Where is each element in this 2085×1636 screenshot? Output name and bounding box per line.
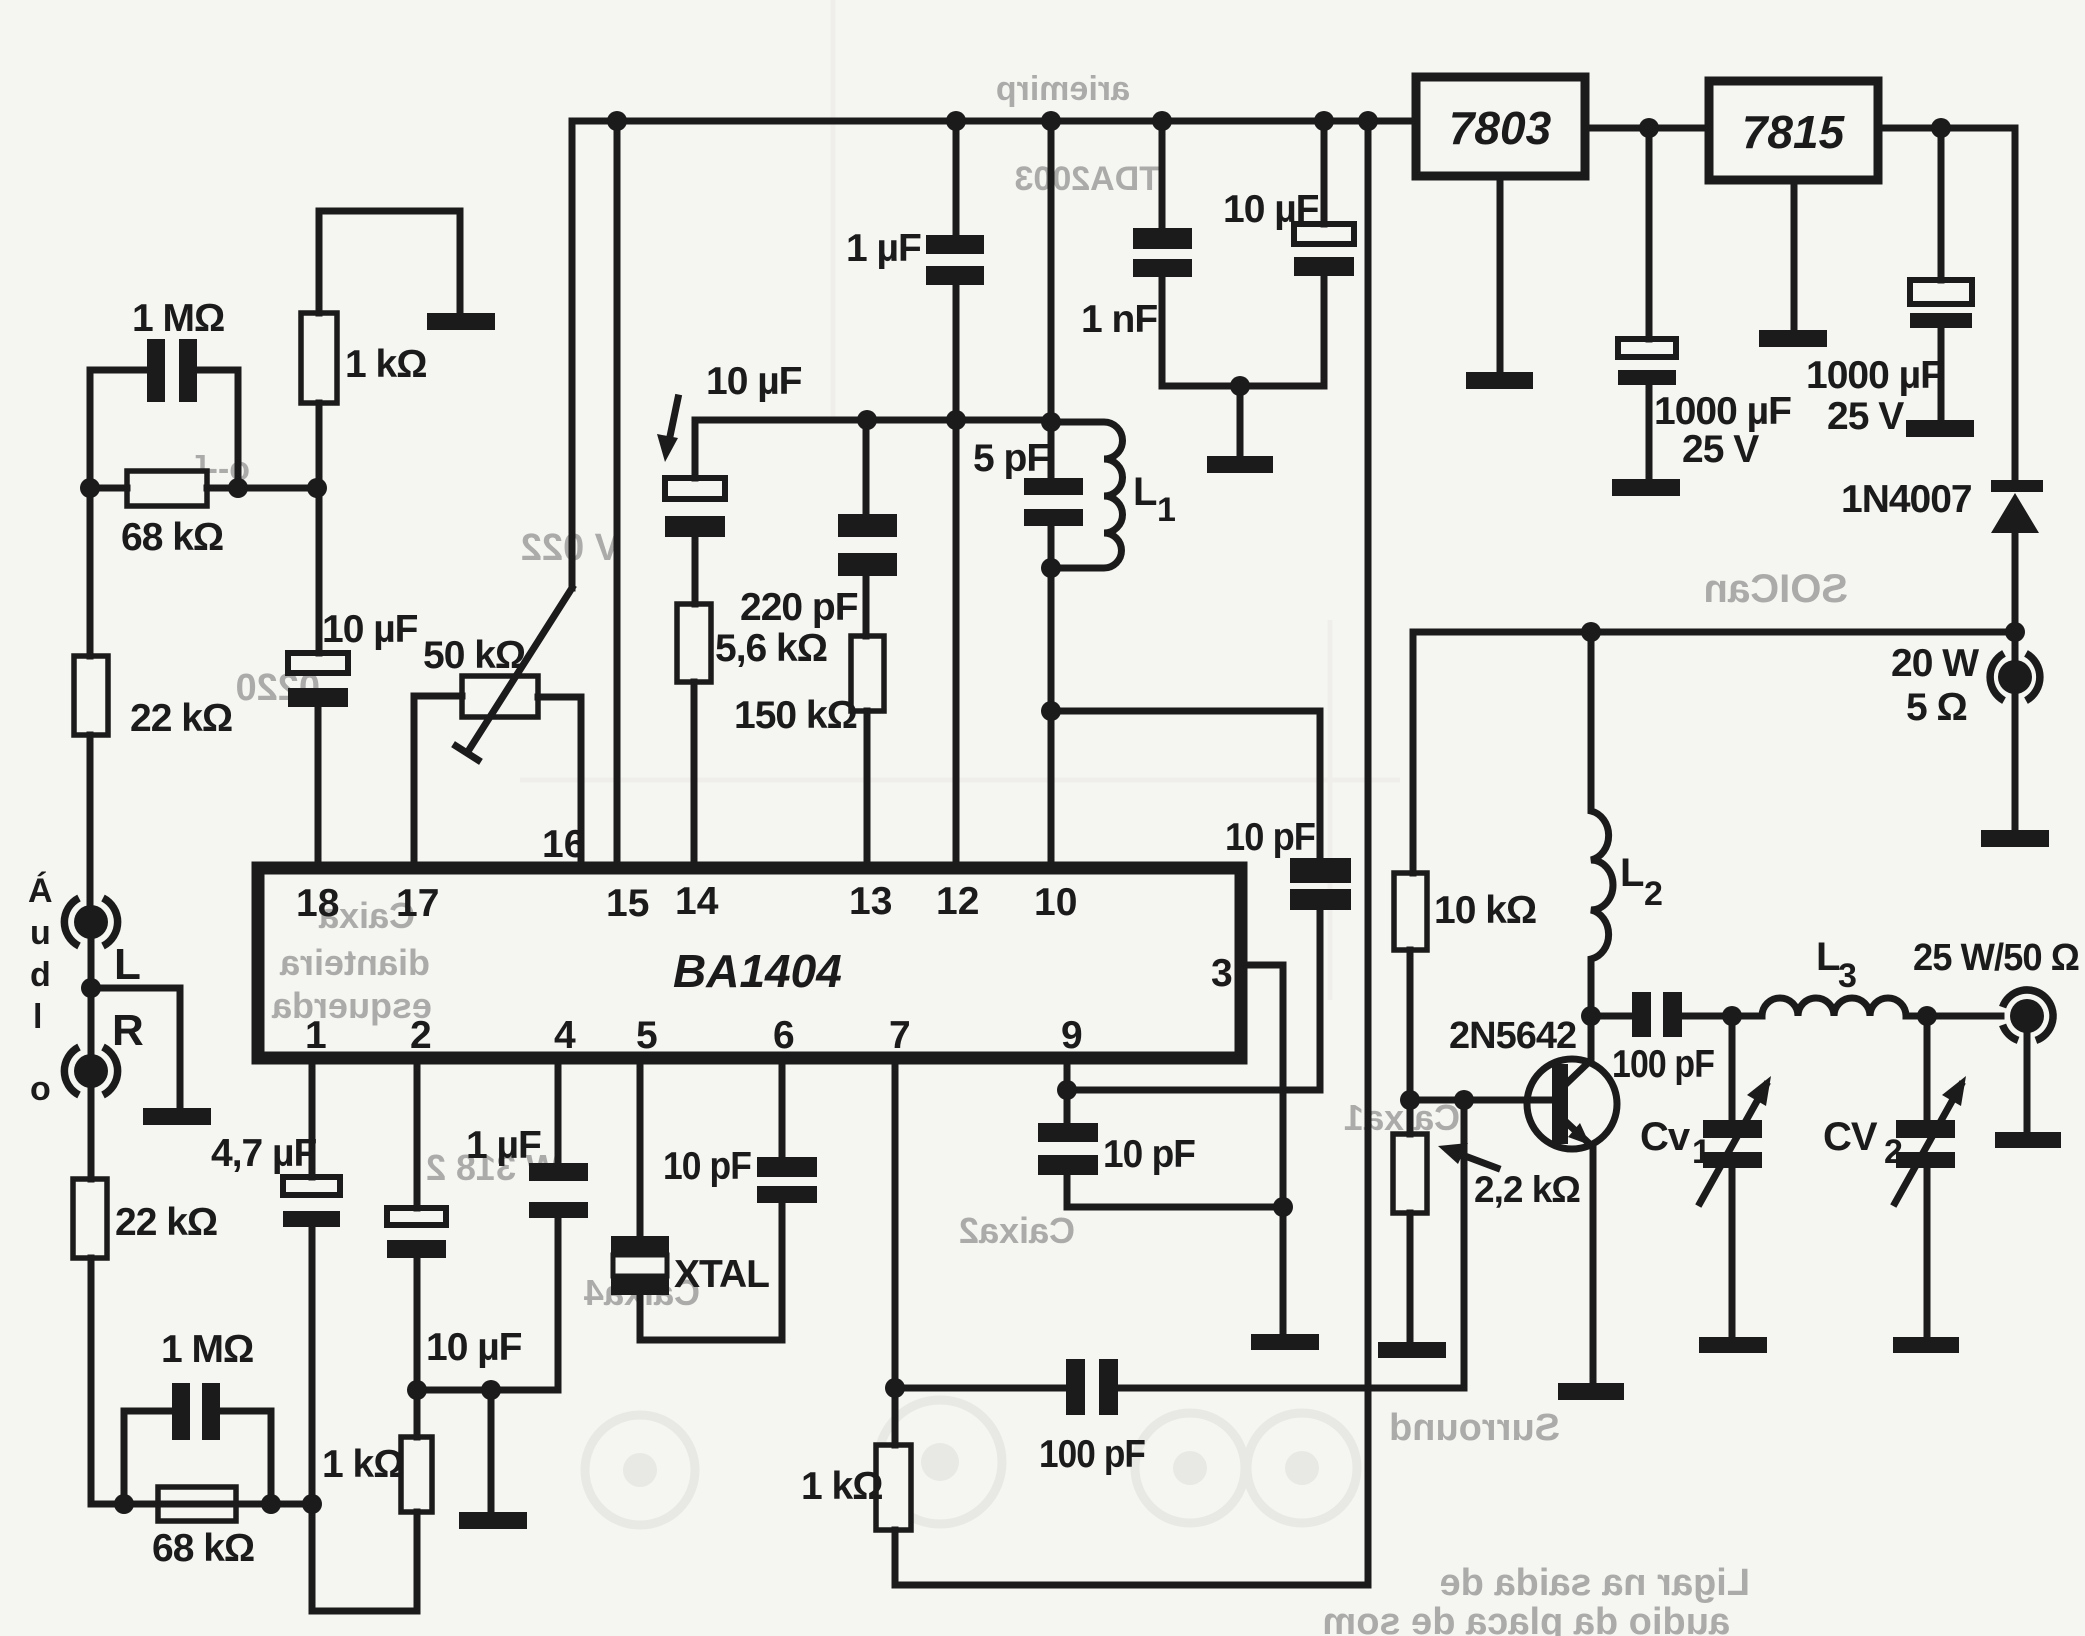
svg-text:100 pF: 100 pF — [1039, 1433, 1145, 1476]
svg-text:1: 1 — [1157, 491, 1175, 529]
svg-text:1000 µF: 1000 µF — [1654, 390, 1791, 433]
svg-text:1 µF: 1 µF — [846, 227, 921, 270]
svg-text:7: 7 — [889, 1014, 911, 1057]
svg-text:3: 3 — [1838, 957, 1856, 995]
svg-text:dianteira: dianteira — [279, 942, 430, 983]
svg-text:2: 2 — [1884, 1133, 1902, 1171]
svg-text:3: 3 — [1211, 952, 1233, 995]
svg-text:1 kΩ: 1 kΩ — [801, 1465, 882, 1508]
svg-text:1: 1 — [1692, 1133, 1710, 1171]
svg-text:esquerda: esquerda — [271, 985, 432, 1026]
svg-text:68 kΩ: 68 kΩ — [121, 516, 223, 559]
svg-text:25 V: 25 V — [1827, 395, 1904, 438]
svg-text:L: L — [1816, 935, 1840, 979]
svg-text:9: 9 — [1061, 1014, 1083, 1057]
svg-text:SOICan: SOICan — [1704, 567, 1848, 611]
svg-text:1N4007: 1N4007 — [1841, 478, 1972, 521]
svg-text:7803: 7803 — [1449, 102, 1552, 154]
svg-text:16: 16 — [542, 823, 585, 866]
svg-text:150 kΩ: 150 kΩ — [734, 694, 857, 737]
svg-text:Surround: Surround — [1389, 1407, 1560, 1449]
svg-text:d: d — [30, 956, 51, 994]
svg-text:Caixa2: Caixa2 — [959, 1210, 1075, 1251]
svg-text:1000 µF: 1000 µF — [1806, 354, 1943, 397]
svg-text:1 kΩ: 1 kΩ — [322, 1443, 403, 1486]
svg-text:TDA2003: TDA2003 — [1014, 160, 1160, 198]
svg-text:22 kΩ: 22 kΩ — [115, 1201, 217, 1244]
svg-text:L: L — [114, 940, 140, 989]
svg-text:20 W: 20 W — [1891, 642, 1979, 685]
svg-text:50 kΩ: 50 kΩ — [423, 634, 525, 677]
svg-text:10 µF: 10 µF — [706, 360, 802, 403]
svg-text:XTAL: XTAL — [674, 1253, 769, 1296]
svg-text:10: 10 — [1034, 881, 1077, 924]
svg-text:25 W/50 Ω: 25 W/50 Ω — [1913, 937, 2079, 979]
svg-text:5 pF: 5 pF — [973, 437, 1049, 480]
svg-text:18: 18 — [296, 882, 339, 925]
svg-text:14: 14 — [675, 880, 719, 923]
svg-text:10 pF: 10 pF — [1225, 816, 1315, 859]
svg-text:1 nF: 1 nF — [1081, 298, 1157, 341]
svg-text:4: 4 — [554, 1014, 576, 1057]
svg-text:1 kΩ: 1 kΩ — [345, 343, 426, 386]
svg-text:1: 1 — [305, 1014, 327, 1057]
svg-text:2: 2 — [1644, 875, 1662, 913]
svg-text:10 pF: 10 pF — [663, 1145, 751, 1188]
svg-text:BA1404: BA1404 — [673, 945, 842, 997]
svg-text:10 µF: 10 µF — [322, 608, 418, 651]
svg-text:5: 5 — [636, 1014, 658, 1057]
svg-text:2,2 kΩ: 2,2 kΩ — [1474, 1169, 1580, 1210]
svg-text:10 pF: 10 pF — [1103, 1133, 1195, 1176]
svg-text:2: 2 — [410, 1014, 432, 1057]
svg-text:10 µF: 10 µF — [426, 1326, 522, 1369]
svg-text:6: 6 — [773, 1014, 795, 1057]
svg-text:L: L — [1133, 470, 1157, 514]
svg-text:CV: CV — [1823, 1115, 1878, 1159]
svg-text:220 pF: 220 pF — [740, 586, 858, 629]
svg-text:audio da placa de som: audio da placa de som — [1322, 1601, 1730, 1636]
svg-text:10 kΩ: 10 kΩ — [1434, 889, 1536, 932]
svg-text:R: R — [112, 1006, 143, 1055]
svg-text:5,6 kΩ: 5,6 kΩ — [715, 627, 827, 670]
svg-text:12: 12 — [936, 880, 979, 923]
svg-text:15: 15 — [606, 882, 649, 925]
svg-text:13: 13 — [849, 880, 892, 923]
svg-text:o: o — [30, 1070, 51, 1108]
svg-text:2N5642: 2N5642 — [1449, 1015, 1576, 1057]
svg-text:10 µF: 10 µF — [1223, 188, 1319, 231]
svg-text:1 MΩ: 1 MΩ — [161, 1328, 253, 1371]
svg-text:5 Ω: 5 Ω — [1906, 686, 1967, 729]
svg-text:ariemirp: ariemirp — [996, 70, 1130, 108]
svg-text:1 µF: 1 µF — [466, 1124, 541, 1167]
svg-text:l: l — [33, 998, 42, 1036]
svg-text:17: 17 — [396, 882, 439, 925]
svg-text:Ligar na saida de: Ligar na saida de — [1440, 1562, 1750, 1604]
svg-text:25 V: 25 V — [1682, 428, 1759, 471]
svg-text:1 MΩ: 1 MΩ — [132, 297, 224, 340]
svg-text:68 kΩ: 68 kΩ — [152, 1527, 254, 1570]
svg-text:L: L — [1620, 851, 1644, 895]
svg-text:Á: Á — [28, 872, 53, 910]
svg-text:22 kΩ: 22 kΩ — [130, 697, 232, 740]
svg-text:4,7 µF: 4,7 µF — [211, 1132, 317, 1175]
svg-text:Caixa: Caixa — [318, 895, 415, 936]
svg-text:Cv: Cv — [1640, 1115, 1691, 1159]
svg-text:u: u — [30, 914, 51, 952]
svg-text:100 pF: 100 pF — [1612, 1043, 1714, 1086]
svg-text:7815: 7815 — [1742, 106, 1846, 158]
